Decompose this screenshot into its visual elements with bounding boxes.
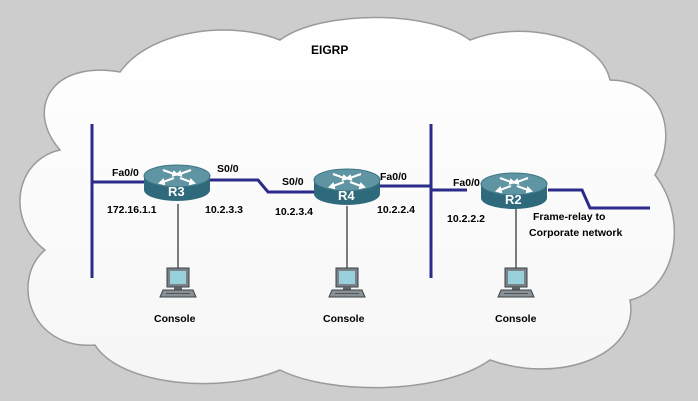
r3-s-ip: 10.2.3.3: [205, 204, 243, 216]
router-r4-label: R4: [338, 188, 355, 203]
r3-fa-label: Fa0/0: [112, 167, 139, 179]
router-r4[interactable]: R4: [313, 168, 381, 206]
link-r3-r4-serial: [205, 178, 314, 194]
router-r2[interactable]: R2: [480, 172, 548, 210]
r4-s-label: S0/0: [282, 176, 304, 188]
console-label-r4: Console: [323, 313, 365, 325]
diagram-title: EIGRP: [311, 43, 348, 57]
r3-s-label: S0/0: [217, 163, 239, 175]
r2-fa-label: Fa0/0: [453, 177, 480, 189]
r2-wan-label-line1: Frame-relay to: [533, 211, 605, 223]
r4-s-ip: 10.2.3.4: [275, 206, 313, 218]
link-r2-wan: [548, 188, 650, 210]
router-r3[interactable]: R3: [143, 164, 211, 202]
r4-fa-label: Fa0/0: [380, 171, 407, 183]
console-label-r3: Console: [154, 313, 196, 325]
r4-fa-ip: 10.2.2.4: [377, 204, 415, 216]
r2-fa-ip: 10.2.2.2: [447, 213, 485, 225]
console-label-r2: Console: [495, 313, 537, 325]
r3-fa-ip: 172.16.1.1: [107, 204, 157, 216]
router-r3-label: R3: [168, 184, 185, 199]
router-r2-label: R2: [505, 192, 522, 207]
r2-wan-label-line2: Corporate network: [529, 227, 623, 239]
